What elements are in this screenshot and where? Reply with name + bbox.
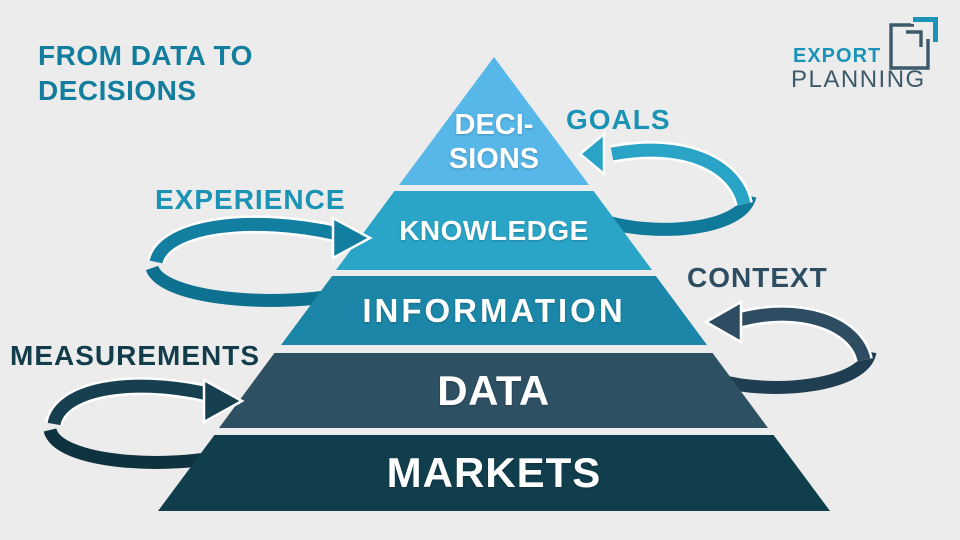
- pyramid-level-decisions: DECI- SIONS: [399, 57, 589, 185]
- page-title-line1: FROM DATA TO: [38, 40, 253, 71]
- context-arrowhead-icon: [703, 299, 743, 345]
- logo-word-export: EXPORT: [793, 45, 882, 67]
- overlapping-squares-icon: [889, 15, 940, 70]
- information-label: INFORMATION: [362, 291, 626, 329]
- experience-annotation-label: EXPERIENCE: [155, 184, 346, 215]
- context-arrow-ribbon: [716, 305, 877, 394]
- page-title: FROM DATA TO DECISIONS: [38, 38, 253, 108]
- pyramid-level-data: DATA: [219, 353, 768, 428]
- decisions-label: DECI- SIONS: [448, 109, 540, 175]
- data-label: DATA: [437, 366, 550, 414]
- measurements-annotation-label: MEASUREMENTS: [10, 340, 261, 371]
- goals-arrow-ribbon: [598, 141, 757, 236]
- pyramid-level-information: INFORMATION: [281, 276, 707, 345]
- experience-arrow-ribbon: [145, 215, 352, 307]
- knowledge-label: KNOWLEDGE: [399, 214, 589, 246]
- page-title-line2: DECISIONS: [38, 75, 197, 106]
- pyramid-level-knowledge: KNOWLEDGE: [336, 191, 652, 270]
- logo-word-planning: PLANNING: [791, 66, 926, 93]
- goals-arrowhead-icon: [578, 131, 606, 177]
- export-planning-logo: EXPORT PLANNING: [780, 10, 950, 94]
- markets-label: MARKETS: [386, 449, 602, 496]
- pyramid-level-markets: MARKETS: [158, 435, 830, 511]
- goals-annotation-label: GOALS: [566, 104, 671, 135]
- context-annotation-label: CONTEXT: [687, 262, 828, 293]
